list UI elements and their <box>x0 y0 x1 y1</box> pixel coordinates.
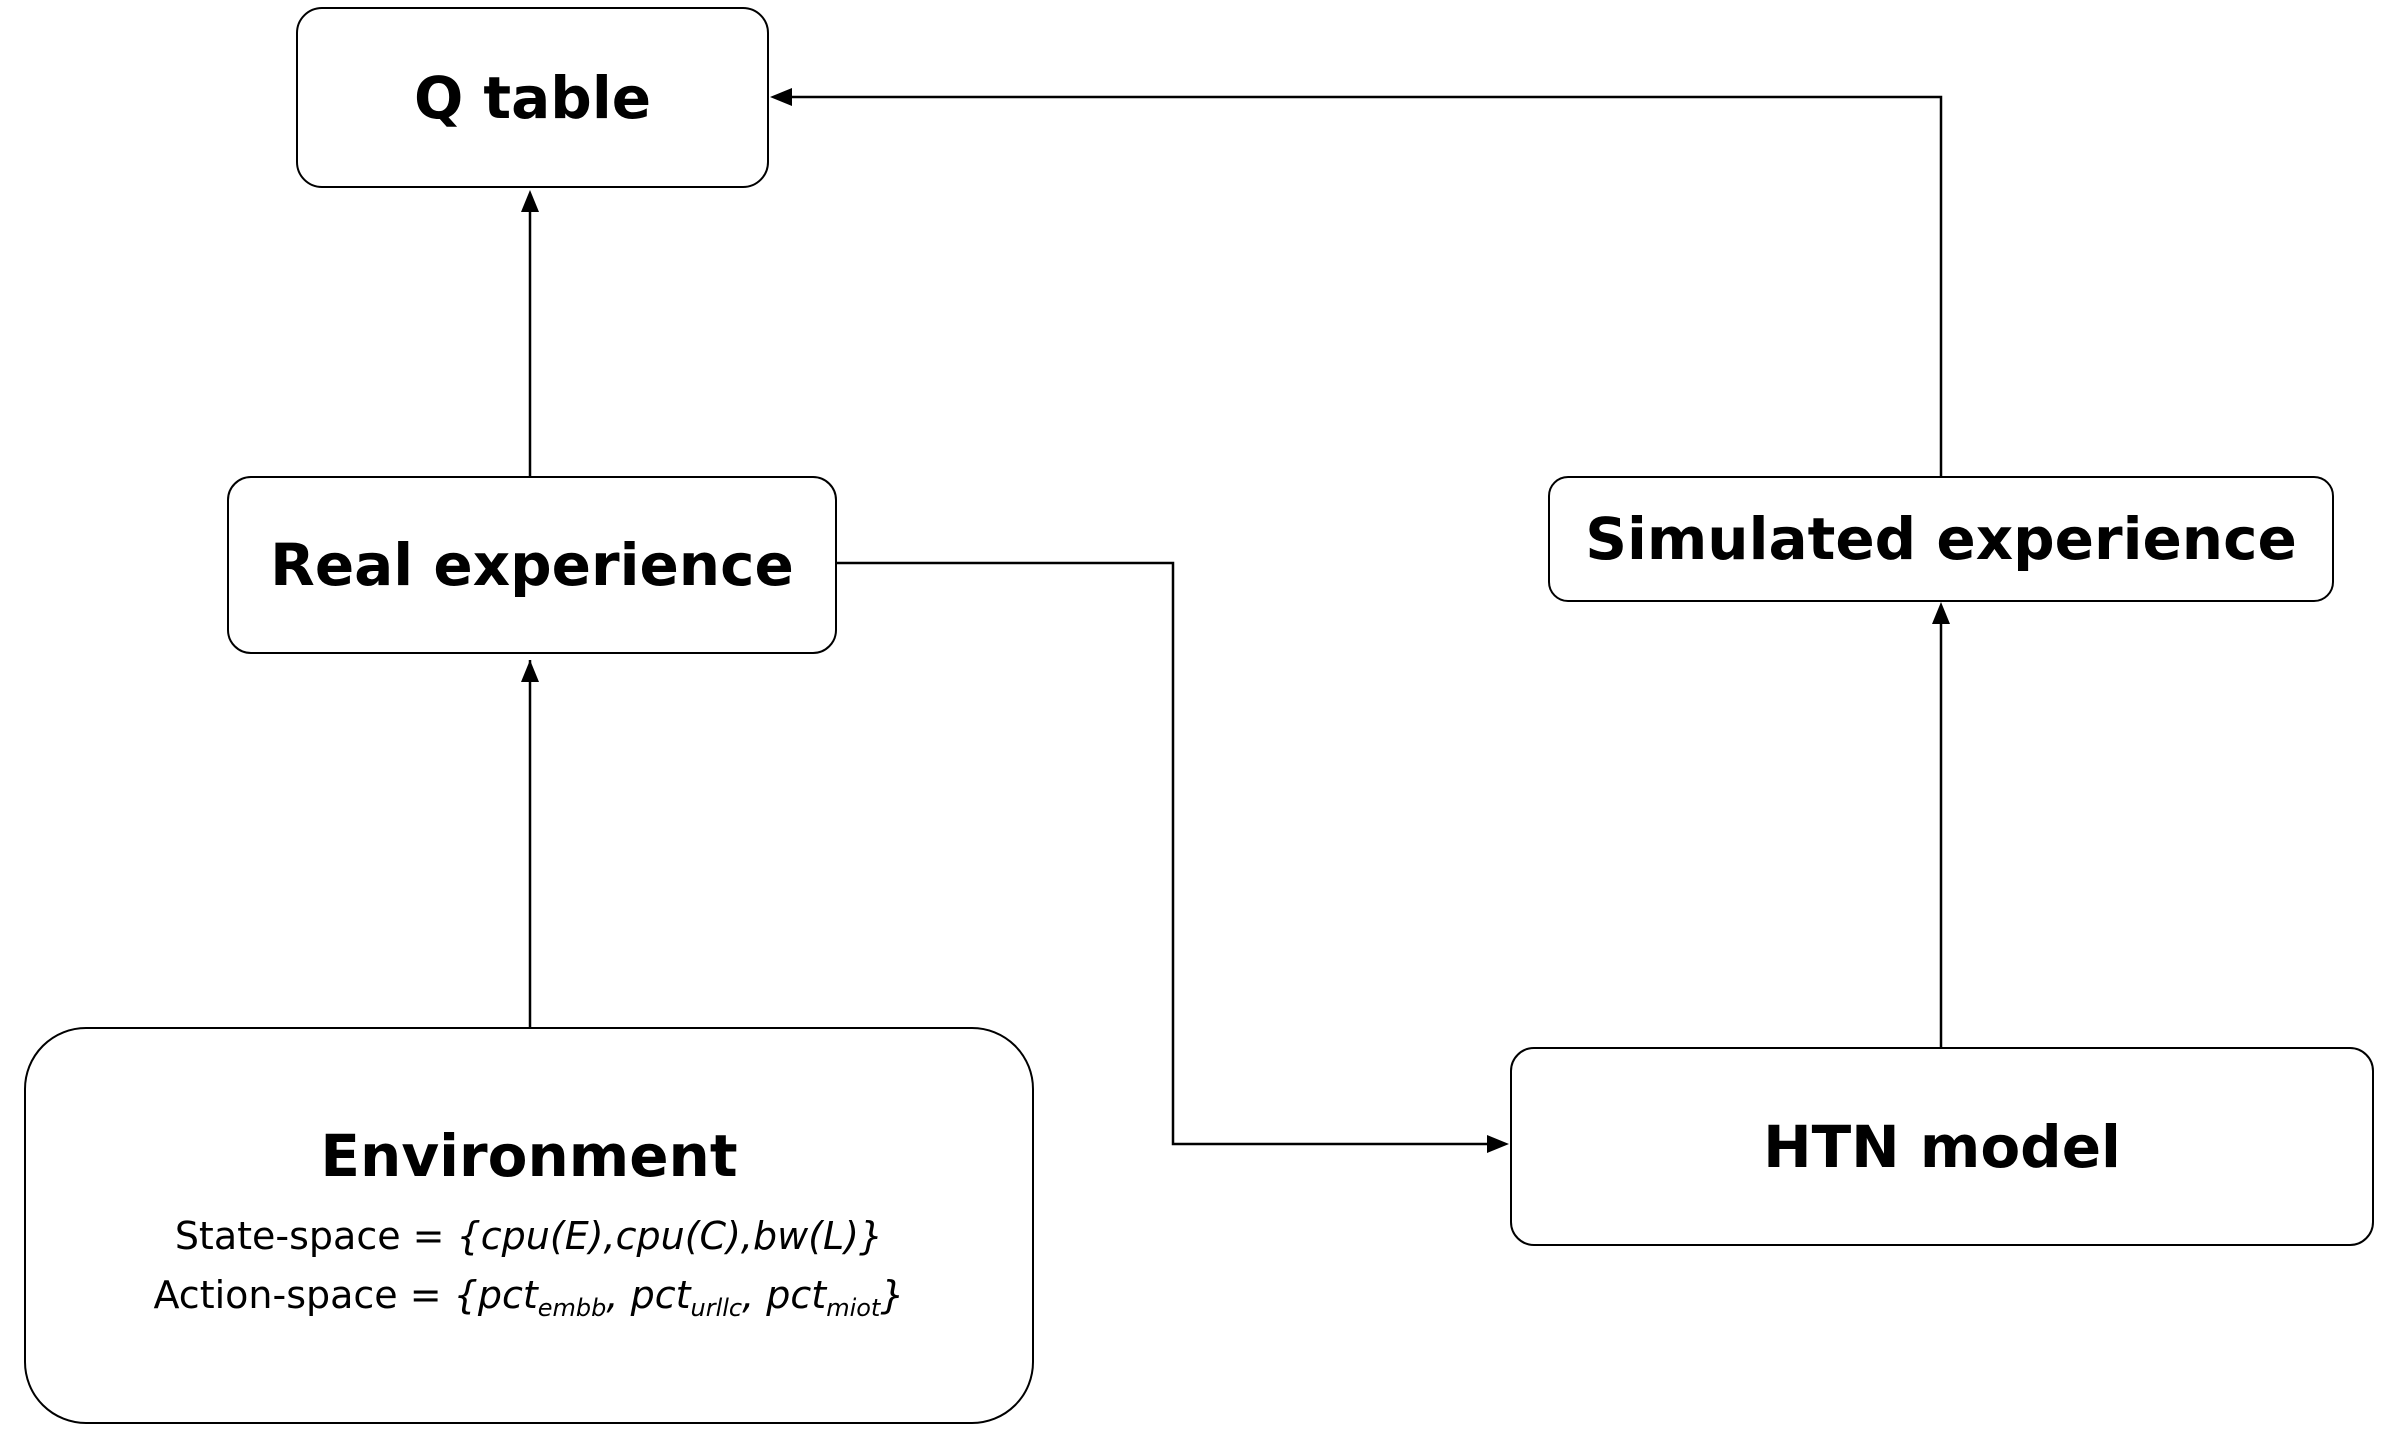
edge-real-experience-to-htn-model <box>837 561 1490 1146</box>
state-space-value: {cpu(E),cpu(C),bw(L)} <box>456 1213 884 1258</box>
action-pct-urllc: pcturllc, <box>630 1272 767 1320</box>
arrowhead-simulated-experience <box>1932 602 1950 624</box>
action-sub-miot: miot <box>826 1293 881 1322</box>
state-space-label: State-space = <box>174 1213 457 1258</box>
action-space-value: {pctembb, pcturllc, pctmiot} <box>453 1272 905 1320</box>
action-base-miot: pct <box>766 1272 827 1317</box>
edge-simulated-experience-to-q-table <box>790 95 1943 476</box>
simulated-experience-node: Simulated experience <box>1548 476 2334 602</box>
action-space-label: Action-space = <box>153 1272 454 1317</box>
action-pct-embb: pctembb, <box>477 1272 631 1320</box>
action-base-embb: pct <box>477 1272 538 1317</box>
action-sub-urllc: urllc <box>690 1293 743 1322</box>
real-experience-label: Real experience <box>270 531 794 599</box>
action-sep-urllc: , <box>742 1272 767 1317</box>
real-experience-node: Real experience <box>227 476 837 654</box>
arrowhead-q-table-bottom <box>521 190 539 212</box>
htn-model-label: HTN model <box>1763 1112 2121 1181</box>
action-space-line: Action-space = {pctembb, pcturllc, pctmi… <box>153 1266 904 1325</box>
q-table-label: Q table <box>413 63 652 132</box>
environment-title: Environment <box>320 1121 738 1190</box>
action-pct-miot: pctmiot} <box>766 1272 905 1320</box>
arrowhead-q-table-right <box>770 88 792 106</box>
action-sep-embb: , <box>606 1272 631 1317</box>
action-space-open-brace: { <box>453 1272 478 1317</box>
action-sep-miot: } <box>880 1272 905 1317</box>
simulated-experience-label: Simulated experience <box>1585 505 2297 573</box>
environment-node: Environment State-space = {cpu(E),cpu(C)… <box>24 1027 1034 1424</box>
state-space-line: State-space = {cpu(E),cpu(C),bw(L)} <box>175 1207 883 1266</box>
action-base-urllc: pct <box>630 1272 691 1317</box>
arrowhead-htn-model <box>1487 1135 1509 1153</box>
htn-model-node: HTN model <box>1510 1047 2374 1246</box>
action-sub-embb: embb <box>537 1293 607 1322</box>
q-table-node: Q table <box>296 7 769 188</box>
arrowhead-real-experience <box>521 660 539 682</box>
